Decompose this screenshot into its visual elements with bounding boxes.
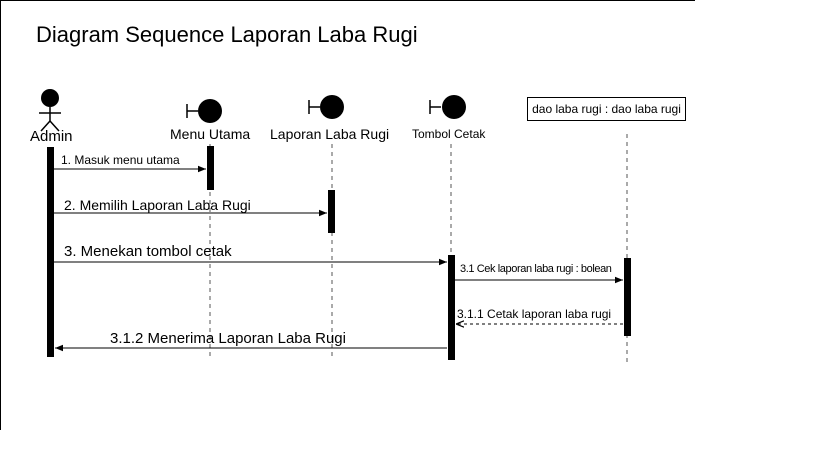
lifeline-label-menu-utama: Menu Utama (170, 126, 251, 142)
activation-admin (47, 147, 54, 357)
activation-laporan-laba-rugi (328, 190, 335, 233)
boundary-icon-menu-utama (186, 99, 222, 123)
activation-dao (624, 258, 631, 336)
lifeline-label-laporan-laba-rugi: Laporan Laba Rugi (270, 126, 390, 142)
activation-tombol-cetak (448, 255, 455, 360)
boundary-icon-laporan-laba-rugi (308, 95, 344, 119)
page-title: Diagram Sequence Laporan Laba Rugi (36, 22, 418, 47)
message-label-1: 1. Masuk menu utama (61, 153, 180, 167)
message-label-3-1: 3.1 Cek laporan laba rugi : bolean (460, 263, 612, 275)
activation-menu-utama (207, 146, 214, 190)
message-label-3: 3. Menekan tombol cetak (64, 243, 232, 260)
frame-left-border (0, 0, 1, 430)
boundary-icon-tombol-cetak (429, 95, 466, 119)
message-label-3-1-2: 3.1.2 Menerima Laporan Laba Rugi (110, 330, 346, 347)
message-label-2: 2. Memilih Laporan Laba Rugi (64, 197, 251, 213)
admin-actor-icon (39, 89, 61, 132)
frame-top-border (0, 0, 695, 1)
message-label-3-1-1: 3.1.1 Cetak laporan laba rugi (457, 307, 612, 321)
lifeline-label-admin: Admin (30, 128, 73, 145)
lifeline-label-dao: dao laba rugi : dao laba rugi (527, 97, 686, 121)
lifeline-label-tombol-cetak: Tombol Cetak (412, 127, 486, 141)
